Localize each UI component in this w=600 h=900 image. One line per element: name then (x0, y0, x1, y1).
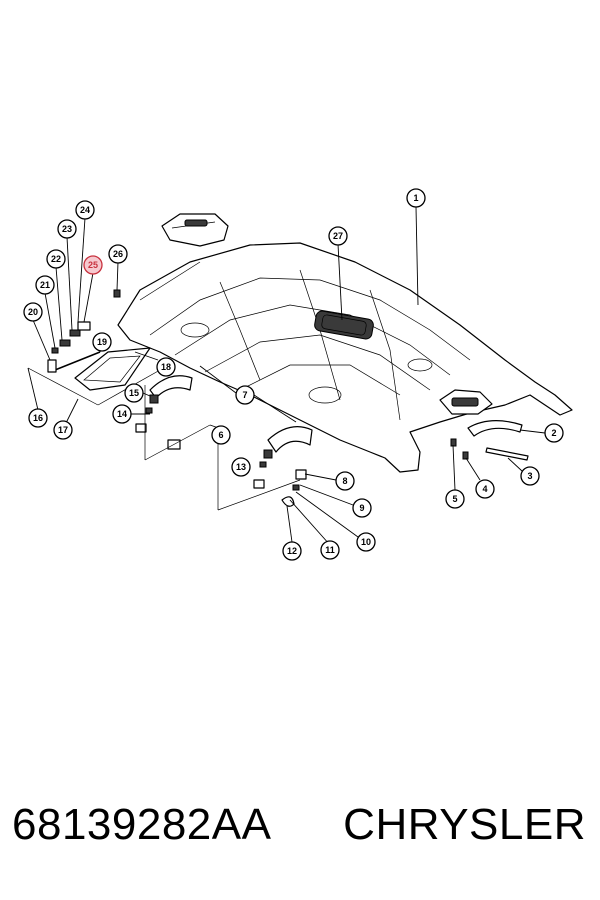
svg-text:9: 9 (359, 503, 364, 513)
svg-text:27: 27 (333, 231, 343, 241)
svg-text:22: 22 (51, 254, 61, 264)
svg-text:20: 20 (28, 307, 38, 317)
svg-text:10: 10 (361, 537, 371, 547)
trim-strip (485, 447, 529, 461)
svg-text:3: 3 (527, 471, 532, 481)
svg-text:21: 21 (40, 280, 50, 290)
callout-20: 20 (23, 302, 43, 322)
callout-17: 17 (53, 420, 73, 440)
grab-handle-front (135, 375, 193, 450)
sunvisor (74, 347, 151, 391)
svg-text:11: 11 (325, 545, 335, 555)
grab-handle-rear (253, 426, 313, 507)
callout-26: 26 (108, 244, 128, 264)
callout-18: 18 (156, 357, 176, 377)
callout-21: 21 (35, 275, 55, 295)
svg-text:13: 13 (236, 462, 246, 472)
brand-name: CHRYSLER (343, 800, 586, 849)
callout-7: 7 (235, 385, 255, 405)
callout-16: 16 (28, 408, 48, 428)
callout-11: 11 (320, 540, 340, 560)
callout-27: 27 (328, 226, 348, 246)
callout-14: 14 (112, 404, 132, 424)
svg-text:4: 4 (482, 484, 487, 494)
callout-1: 1 (406, 188, 426, 208)
svg-text:15: 15 (129, 388, 139, 398)
svg-text:17: 17 (58, 425, 68, 435)
callout-22: 22 (46, 249, 66, 269)
trim-arc (467, 420, 523, 437)
svg-text:23: 23 (62, 224, 72, 234)
svg-text:2: 2 (551, 428, 556, 438)
footer: 68139282AA CHRYSLER (0, 800, 600, 860)
svg-text:16: 16 (33, 413, 43, 423)
svg-text:6: 6 (218, 430, 223, 440)
callout-24: 24 (75, 200, 95, 220)
callout-13: 13 (231, 457, 251, 477)
callout-3: 3 (520, 466, 540, 486)
svg-text:1: 1 (413, 193, 418, 203)
svg-text:12: 12 (287, 546, 297, 556)
clip-4 (462, 451, 469, 460)
svg-text:8: 8 (342, 476, 347, 486)
callout-4: 4 (475, 479, 495, 499)
clip-5 (450, 438, 457, 447)
svg-text:18: 18 (161, 362, 171, 372)
callout-6: 6 (211, 425, 231, 445)
callout-23: 23 (57, 219, 77, 239)
svg-text:19: 19 (97, 337, 107, 347)
callout-9: 9 (352, 498, 372, 518)
callout-15: 15 (124, 383, 144, 403)
svg-text:24: 24 (80, 205, 90, 215)
callout-25-highlighted: 25 (83, 255, 103, 275)
overhead-console (161, 213, 229, 247)
svg-text:25: 25 (88, 260, 98, 270)
callout-12: 12 (282, 541, 302, 561)
headliner-panel (117, 242, 573, 473)
dome-lamp (314, 310, 374, 340)
callout-8: 8 (335, 471, 355, 491)
svg-text:14: 14 (117, 409, 127, 419)
callout-2: 2 (544, 423, 564, 443)
callout-10: 10 (356, 532, 376, 552)
visor-rod (47, 351, 101, 373)
visor-clips (51, 321, 91, 354)
svg-text:5: 5 (452, 494, 457, 504)
callout-5: 5 (445, 489, 465, 509)
callout-19: 19 (92, 332, 112, 352)
rear-lamp (439, 389, 493, 415)
svg-text:26: 26 (113, 249, 123, 259)
svg-text:7: 7 (242, 390, 247, 400)
clip-26 (113, 289, 121, 298)
part-number: 68139282AA (12, 800, 272, 849)
